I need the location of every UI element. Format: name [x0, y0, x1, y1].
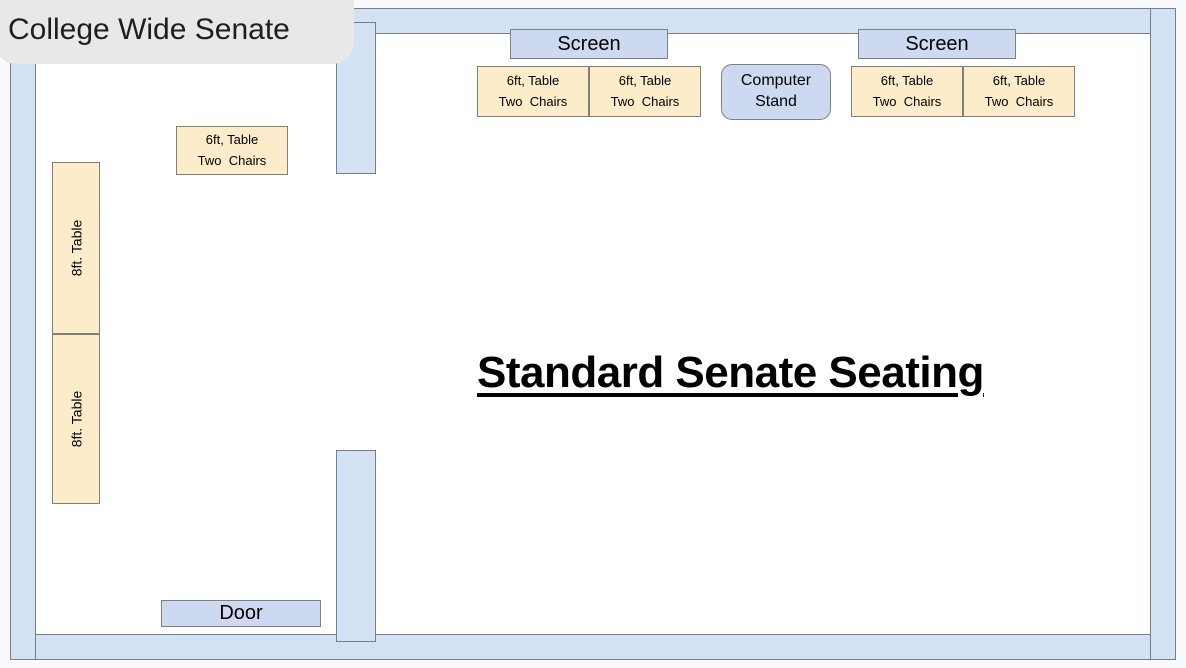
table-8ft-lower-label: 8ft. Table	[68, 390, 84, 448]
room-floor	[22, 12, 1164, 646]
wall-left	[10, 8, 36, 660]
computer-stand-line2: Stand	[755, 93, 797, 110]
document-title-overlay: College Wide Senate	[0, 0, 354, 64]
table-label-line1: 6ft, Table	[506, 73, 560, 89]
table-label-line2: Two Chairs	[872, 93, 942, 109]
computer-stand[interactable]: Computer Stand	[721, 64, 831, 120]
screen-left-label: Screen	[557, 32, 621, 55]
table-label-line1: 6ft, Table	[618, 73, 672, 89]
table-label-line2: Two Chairs	[498, 93, 568, 109]
table-label-line2: Two Chairs	[984, 93, 1054, 109]
wall-right	[1150, 8, 1176, 660]
table-8ft-lower[interactable]: 8ft. Table	[52, 334, 100, 504]
table-6ft-right-a[interactable]: 6ft, Table Two Chairs	[851, 66, 963, 117]
table-6ft-left-b[interactable]: 6ft, Table Two Chairs	[589, 66, 701, 117]
table-6ft-right-b[interactable]: 6ft, Table Two Chairs	[963, 66, 1075, 117]
table-label-line1: 6ft, Table	[992, 73, 1046, 89]
document-title: College Wide Senate	[8, 13, 290, 46]
table-label-line1: 6ft, Table	[880, 73, 934, 89]
table-label-line2: Two Chairs	[610, 93, 680, 109]
table-6ft-left-area[interactable]: 6ft, Table Two Chairs	[176, 126, 288, 175]
screen-left[interactable]: Screen	[510, 29, 668, 59]
table-8ft-upper-label: 8ft. Table	[68, 219, 84, 277]
table-6ft-left-a[interactable]: 6ft, Table Two Chairs	[477, 66, 589, 117]
computer-stand-line1: Computer	[740, 72, 812, 90]
screen-right[interactable]: Screen	[858, 29, 1016, 59]
table-label-line1: 6ft, Table	[205, 132, 259, 148]
door[interactable]: Door	[161, 600, 321, 627]
door-label: Door	[219, 602, 263, 624]
wall-partition-lower	[336, 450, 376, 642]
wall-partition-upper	[336, 22, 376, 174]
wall-bottom	[10, 634, 1176, 660]
table-8ft-upper[interactable]: 8ft. Table	[52, 162, 100, 334]
page-title: Standard Senate Seating	[477, 348, 984, 397]
screen-right-label: Screen	[905, 32, 969, 55]
table-label-line2: Two Chairs	[197, 152, 267, 168]
